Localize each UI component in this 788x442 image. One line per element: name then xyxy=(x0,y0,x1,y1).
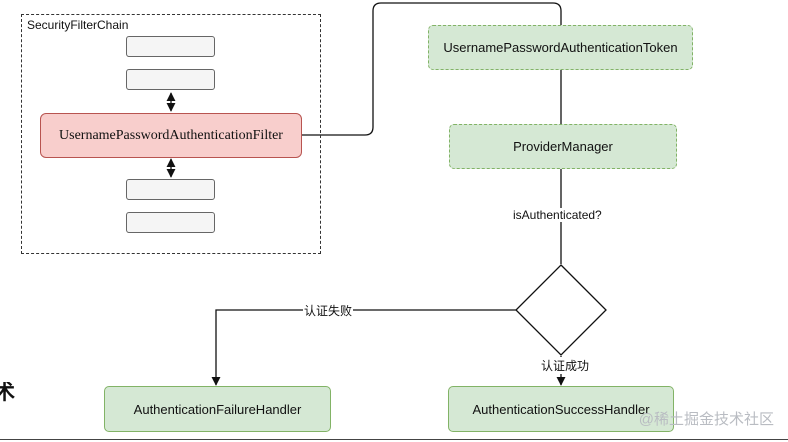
authentication-success-handler-node[interactable]: AuthenticationSuccessHandler xyxy=(448,386,674,432)
connector-decision-to-failure xyxy=(211,309,516,386)
decision-diamond xyxy=(515,264,607,356)
bottom-divider xyxy=(0,439,788,440)
connector-filter-to-token xyxy=(302,2,562,136)
filter-placeholder-3 xyxy=(126,179,215,200)
success-edge-label: 认证成功 xyxy=(540,357,591,374)
filter-label: UsernamePasswordAuthenticationFilter xyxy=(59,127,283,143)
watermark-text: @稀土掘金技术社区 xyxy=(638,411,774,428)
failure-edge-label: 认证失败 xyxy=(303,302,354,319)
failure-handler-label: AuthenticationFailureHandler xyxy=(133,401,302,417)
token-label: UsernamePasswordAuthenticationToken xyxy=(443,40,678,55)
success-handler-label: AuthenticationSuccessHandler xyxy=(472,401,650,417)
provider-manager-label: ProviderManager xyxy=(513,139,613,154)
cut-off-heading-glyph: 术 xyxy=(0,382,15,403)
filter-placeholder-4 xyxy=(126,212,215,233)
filter-placeholder-1 xyxy=(126,36,215,57)
is-authenticated-label: isAuthenticated? xyxy=(512,208,603,222)
security-filter-chain-container: SecurityFilterChain xyxy=(21,14,321,254)
authentication-failure-handler-node[interactable]: AuthenticationFailureHandler xyxy=(104,386,331,432)
chain-title: SecurityFilterChain xyxy=(27,18,129,32)
filter-placeholder-2 xyxy=(126,69,215,90)
authentication-token-node[interactable]: UsernamePasswordAuthenticationToken xyxy=(428,25,693,70)
username-password-authentication-filter-node[interactable]: UsernamePasswordAuthenticationFilter xyxy=(40,113,302,158)
provider-manager-node[interactable]: ProviderManager xyxy=(449,124,677,169)
